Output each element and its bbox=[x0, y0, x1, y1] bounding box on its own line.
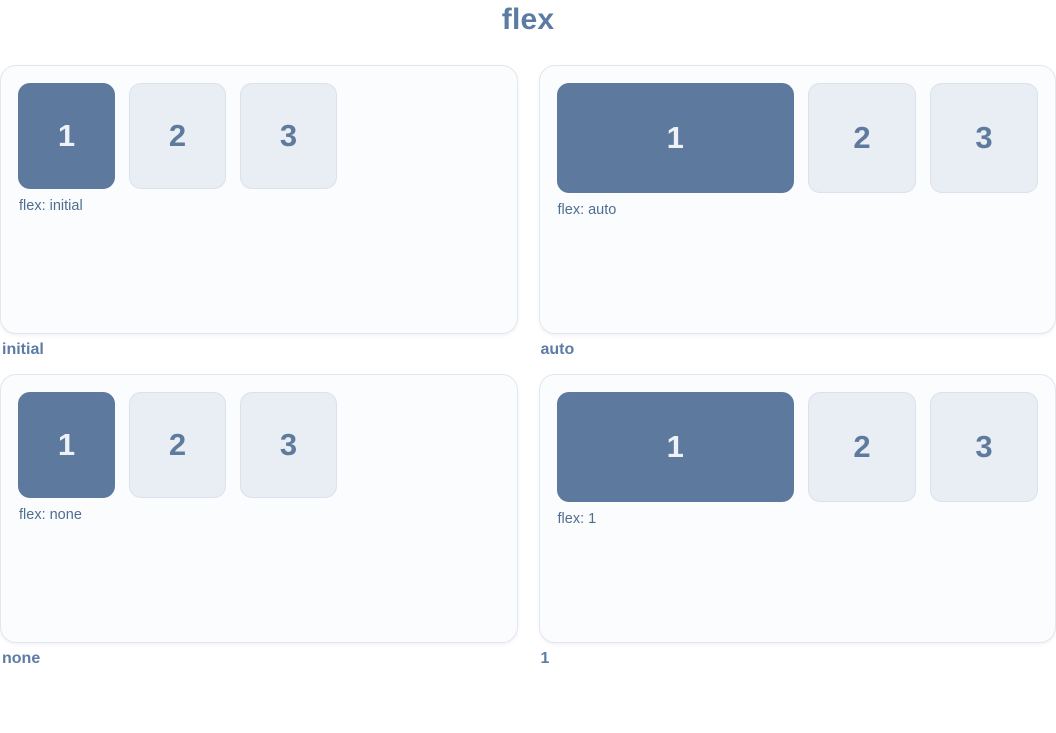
demo-cell-initial: 1 2 3 flex: initial initial bbox=[0, 65, 518, 359]
flex-demo-panel-initial: 1 2 3 flex: initial bbox=[0, 65, 518, 334]
flex-item-2: 2 bbox=[808, 392, 916, 502]
flex-item-3: 3 bbox=[240, 83, 337, 189]
flex-item-2: 2 bbox=[129, 83, 226, 189]
flex-item-1: 1 bbox=[18, 392, 115, 498]
flex-item-2: 2 bbox=[129, 392, 226, 498]
flex-item-3: 3 bbox=[240, 392, 337, 498]
flex-item-1: 1 bbox=[556, 83, 794, 193]
flex-demo-panel-1: 1 2 3 flex: 1 bbox=[538, 374, 1056, 643]
page-title: flex bbox=[501, 3, 555, 36]
flex-item-3: 3 bbox=[930, 83, 1038, 193]
panel-caption: auto bbox=[540, 341, 575, 358]
demo-cell-auto: 1 2 3 flex: auto auto bbox=[538, 65, 1056, 359]
flex-value-label: flex: auto bbox=[557, 202, 617, 218]
flex-demo-panel-auto: 1 2 3 flex: auto bbox=[538, 65, 1056, 334]
panel-caption: 1 bbox=[540, 650, 550, 667]
flex-item-2: 2 bbox=[808, 83, 916, 193]
flex-demo-panel-none: 1 2 3 flex: none bbox=[0, 374, 518, 643]
flex-items-row: 1 2 3 bbox=[556, 392, 1038, 502]
flex-item-1: 1 bbox=[18, 83, 115, 189]
flex-items-row: 1 2 3 bbox=[18, 83, 500, 189]
flex-item-1: 1 bbox=[556, 392, 794, 502]
flex-item-3: 3 bbox=[930, 392, 1038, 502]
flex-items-row: 1 2 3 bbox=[556, 83, 1038, 193]
demo-cell-1: 1 2 3 flex: 1 1 bbox=[538, 374, 1056, 668]
flex-value-label: flex: 1 bbox=[557, 511, 597, 527]
panel-caption: none bbox=[2, 650, 41, 667]
flex-value-label: flex: initial bbox=[19, 198, 83, 214]
demo-grid: 1 2 3 flex: initial initial 1 2 3 flex: … bbox=[0, 65, 1056, 668]
demo-cell-none: 1 2 3 flex: none none bbox=[0, 374, 518, 668]
panel-caption: initial bbox=[2, 341, 44, 358]
flex-items-row: 1 2 3 bbox=[18, 392, 500, 498]
flex-value-label: flex: none bbox=[19, 507, 82, 523]
